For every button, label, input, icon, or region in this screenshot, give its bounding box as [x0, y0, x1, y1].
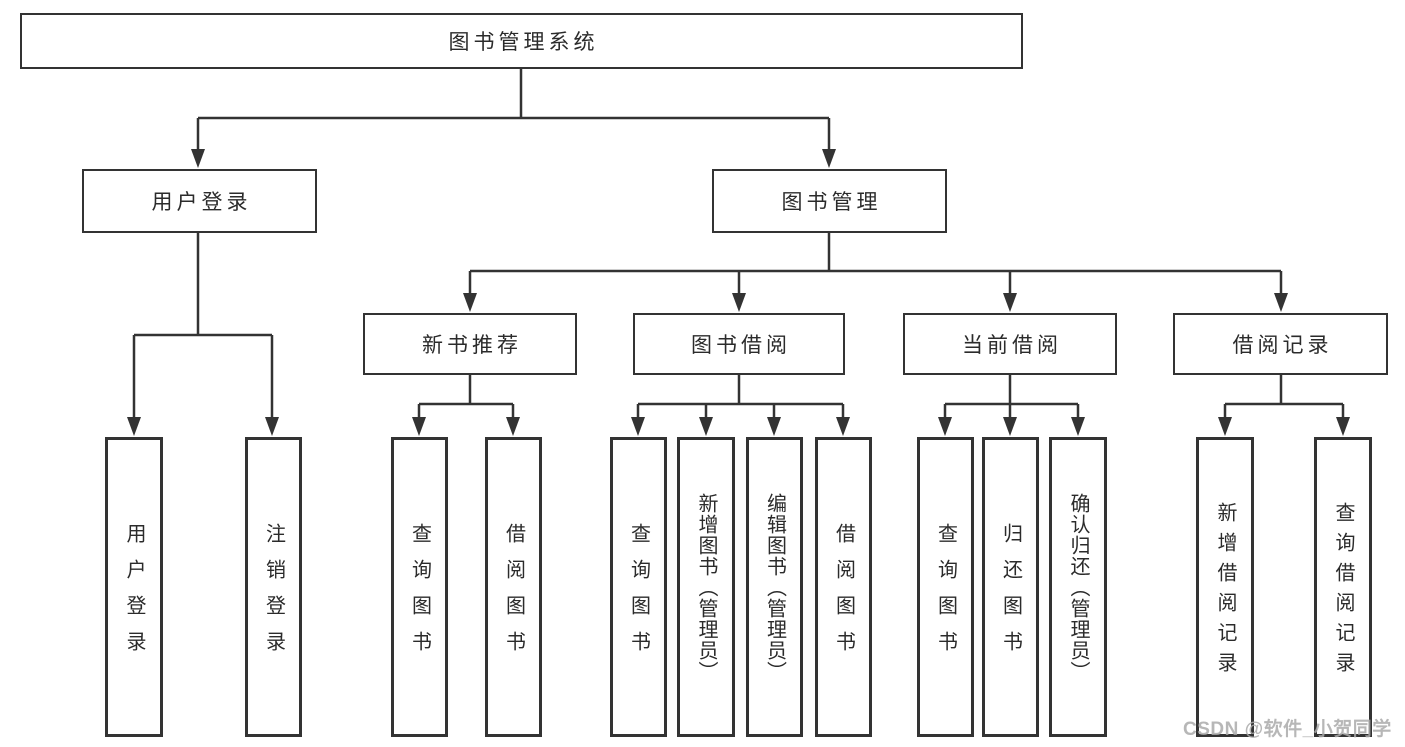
node-current-borrow: 当前借阅 — [903, 313, 1117, 375]
node-new-book-recommend: 新书推荐 — [363, 313, 577, 375]
leaf-user-login: 用户登录 — [105, 437, 163, 737]
node-user-login: 用户登录 — [82, 169, 317, 233]
leaf-records-add-record: 新增借阅记录 — [1196, 437, 1254, 737]
leaf-borrow-query-books-label: 查询图书 — [627, 523, 650, 667]
node-book-management: 图书管理 — [712, 169, 947, 233]
leaf-recommend-query-books: 查询图书 — [391, 437, 448, 737]
leaf-current-query-books-label: 查询图书 — [934, 523, 957, 667]
node-current-borrow-label: 当前借阅 — [962, 334, 1062, 357]
leaf-borrow-add-books-admin: 新增图书（管理员） — [677, 437, 735, 737]
node-user-login-label: 用户登录 — [151, 191, 252, 214]
node-root: 图书管理系统 — [20, 13, 1023, 69]
node-book-borrow-label: 图书借阅 — [691, 334, 791, 357]
node-borrow-records-label: 借阅记录 — [1232, 334, 1333, 357]
node-book-borrow: 图书借阅 — [633, 313, 845, 375]
leaf-logout-label: 注销登录 — [262, 523, 285, 667]
leaf-recommend-borrow-books: 借阅图书 — [485, 437, 542, 737]
arrowheads — [127, 149, 1350, 436]
leaf-borrow-borrow-books-label: 借阅图书 — [832, 523, 855, 667]
node-new-book-recommend-label: 新书推荐 — [422, 334, 522, 357]
leaf-logout: 注销登录 — [245, 437, 302, 737]
node-root-label: 图书管理系统 — [448, 31, 599, 54]
node-borrow-records: 借阅记录 — [1173, 313, 1388, 375]
leaf-recommend-borrow-books-label: 借阅图书 — [502, 523, 525, 667]
leaf-current-return-books: 归还图书 — [982, 437, 1039, 737]
leaf-current-confirm-return-admin-label: 确认归还（管理员） — [1067, 492, 1089, 682]
leaf-records-query-record-label: 查询借阅记录 — [1332, 502, 1354, 682]
leaf-user-login-label: 用户登录 — [123, 523, 145, 667]
leaf-borrow-borrow-books: 借阅图书 — [815, 437, 872, 737]
leaf-current-query-books: 查询图书 — [917, 437, 974, 737]
leaf-current-return-books-label: 归还图书 — [999, 523, 1022, 667]
leaf-records-add-record-label: 新增借阅记录 — [1214, 502, 1236, 682]
leaf-borrow-add-books-admin-label: 新增图书（管理员） — [695, 492, 717, 682]
leaf-records-query-record: 查询借阅记录 — [1314, 437, 1372, 737]
csdn-watermark: CSDN @软件_小贺同学 — [1183, 719, 1392, 740]
leaf-borrow-query-books: 查询图书 — [610, 437, 667, 737]
leaf-recommend-query-books-label: 查询图书 — [408, 523, 431, 667]
leaf-current-confirm-return-admin: 确认归还（管理员） — [1049, 437, 1107, 737]
leaf-borrow-edit-books-admin: 编辑图书（管理员） — [746, 437, 803, 737]
leaf-borrow-edit-books-admin-label: 编辑图书（管理员） — [763, 492, 786, 682]
node-book-management-label: 图书管理 — [781, 191, 882, 214]
